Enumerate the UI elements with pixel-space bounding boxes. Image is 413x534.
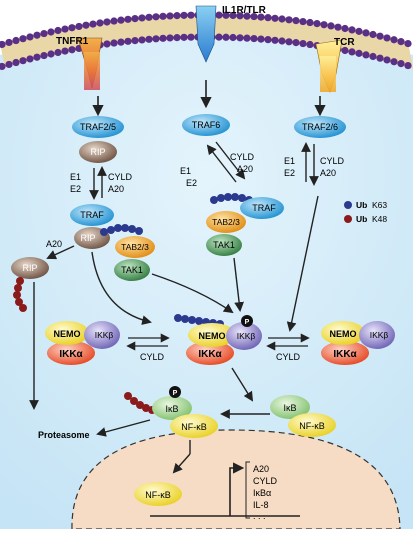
e1-right: E1 <box>284 156 295 166</box>
e2-right: E2 <box>284 168 295 178</box>
svg-text:TRAF2/6: TRAF2/6 <box>302 122 338 132</box>
legend-k63: K63 <box>372 200 387 210</box>
legend-k48-ub: Ub <box>356 214 367 224</box>
ikka-left: IKKα <box>59 349 83 360</box>
ikk-complex-left: NEMO IKKβ IKKα <box>45 321 120 365</box>
target-gene-0: A20 <box>253 464 269 474</box>
cyld-mid: CYLD <box>230 152 255 162</box>
svg-text:NF-κB: NF-κB <box>145 490 171 500</box>
activation-arrows <box>91 195 319 332</box>
svg-text:TAB2/3: TAB2/3 <box>212 217 240 227</box>
ikkb-left: IKKβ <box>95 330 114 340</box>
ikb-to-proteasome-arrow <box>96 419 151 437</box>
equilibrium-right <box>266 333 310 351</box>
ikk-complex-center: P NEMO IKKβ IKKα <box>174 314 262 365</box>
target-gene-4: . . . <box>253 511 266 521</box>
cell-membrane <box>0 11 413 71</box>
tab23-left-node: TAB2/3 <box>115 236 155 258</box>
a20-arrow <box>46 245 75 260</box>
ikkb-right: IKKβ <box>370 330 389 340</box>
e1-left: E1 <box>70 172 81 182</box>
ubiquitination-arrows-left <box>89 166 107 200</box>
rip-far-left-node: RIP <box>11 257 49 279</box>
proteasome-label: Proteasome <box>38 430 90 440</box>
cyld-bottom-right: CYLD <box>276 352 301 362</box>
a20-side: A20 <box>46 239 62 249</box>
svg-text:TAK1: TAK1 <box>213 240 235 250</box>
ubiquitination-arrows-mid <box>206 141 246 183</box>
tak1-mid-node: TAK1 <box>206 234 242 256</box>
rip-top-node: RIP <box>79 141 117 163</box>
svg-text:TAK1: TAK1 <box>121 265 143 275</box>
nfkb-right: NF-κB <box>299 421 325 431</box>
nemo-left: NEMO <box>54 329 81 339</box>
ikkb-center: IKKβ <box>237 331 256 341</box>
nfkb-nucleus-node: NF-κB <box>134 482 182 506</box>
legend-k63-ub: Ub <box>356 200 367 210</box>
traf6-node: TRAF6 <box>182 114 230 136</box>
e2-left: E2 <box>70 184 81 194</box>
cyld-right: CYLD <box>320 156 345 166</box>
nemo-center: NEMO <box>199 331 226 341</box>
ikka-right: IKKα <box>333 349 357 360</box>
ikk-to-ikb-arrow <box>231 367 254 402</box>
traf26-node: TRAF2/6 <box>294 116 346 138</box>
traf-left-node: TRAF <box>70 204 114 226</box>
tak1-left-node: TAK1 <box>114 259 150 281</box>
svg-text:RIP: RIP <box>22 263 37 273</box>
ikb-right: IκB <box>283 403 296 413</box>
traf-mid-node: TRAF <box>240 197 284 219</box>
equilibrium-left <box>126 333 170 351</box>
ikb-left: IκB <box>165 404 178 414</box>
ikka-center: IKKα <box>198 349 222 360</box>
ikb-nfkb-complex-right: IκB NF-κB <box>270 395 336 437</box>
tnfr1-receptor <box>77 37 103 90</box>
target-gene-2: IκBα <box>253 488 271 498</box>
e1-mid: E1 <box>180 166 191 176</box>
target-gene-3: IL-8 <box>253 500 269 510</box>
svg-text:TAB2/3: TAB2/3 <box>121 242 149 252</box>
svg-text:TRAF2/5: TRAF2/5 <box>80 122 116 132</box>
svg-text:TRAF6: TRAF6 <box>192 120 221 130</box>
ikk-complex-right: NEMO IKKβ IKKα <box>321 321 395 365</box>
legend: Ub K63 Ub K48 <box>344 200 387 224</box>
ikb-nfkb-complex-left: P IκB NF-κB <box>124 386 218 438</box>
il1r-tlr-receptor <box>195 5 217 63</box>
receptor-arrows <box>92 80 326 117</box>
a20-right: A20 <box>320 168 336 178</box>
tcr-receptor <box>315 39 343 93</box>
a20-mid: A20 <box>237 164 253 174</box>
a20-left: A20 <box>108 184 124 194</box>
svg-text:RIP: RIP <box>90 147 105 157</box>
legend-k48: K48 <box>372 214 387 224</box>
cyld-bottom-left: CYLD <box>140 352 165 362</box>
il1r-tlr-label: IL1R/TLR <box>222 5 267 16</box>
k63-chain-left <box>100 224 143 236</box>
tnfr1-label: TNFR1 <box>56 36 89 47</box>
phospho-ikkb: P <box>245 319 250 326</box>
e2-mid: E2 <box>186 178 197 188</box>
traf25-node: TRAF2/5 <box>72 116 124 138</box>
tab23-mid-node: TAB2/3 <box>206 211 246 233</box>
target-gene-1: CYLD <box>253 476 278 486</box>
phospho-ikb: P <box>173 390 178 397</box>
nfkb-translocation-arrow <box>172 453 191 474</box>
svg-text:TRAF: TRAF <box>80 210 104 220</box>
ubiquitination-arrows-right <box>301 142 319 186</box>
nemo-right: NEMO <box>330 329 357 339</box>
target-genes-list: A20 CYLD IκBα IL-8 . . . <box>253 464 278 521</box>
svg-text:TRAF: TRAF <box>252 203 276 213</box>
svg-text:RIP: RIP <box>80 233 95 243</box>
tcr-label: TCR <box>334 37 355 48</box>
cyld-left: CYLD <box>108 172 133 182</box>
k48-chain-left <box>13 277 27 312</box>
nfkb-left: NF-κB <box>181 422 207 432</box>
gene-promoter <box>150 461 300 519</box>
